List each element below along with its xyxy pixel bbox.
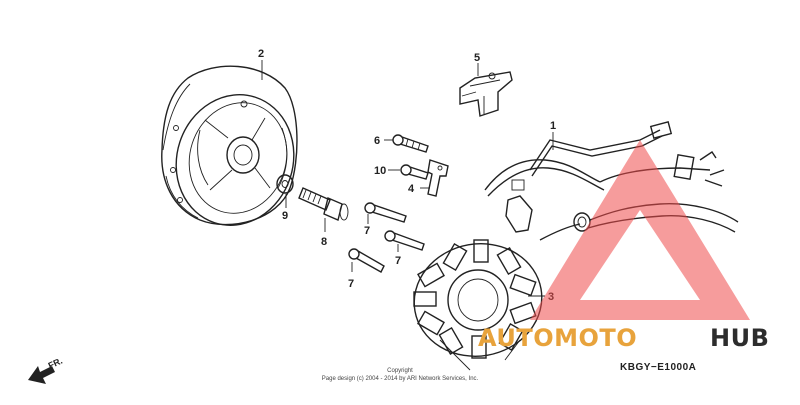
callout-10: 10 [374,165,386,177]
callout-7b: 7 [395,255,401,267]
bolt-7a-part[interactable] [364,202,407,223]
bolt-7c-part[interactable] [348,248,385,273]
clamp-part[interactable] [427,159,449,197]
callout-7c: 7 [348,278,354,290]
flywheel-part[interactable] [159,65,310,241]
watermark-text-auto: AUTOMOTO [478,324,637,352]
bracket-part[interactable] [459,71,513,117]
callout-9: 9 [282,210,288,222]
flange-bolt-part[interactable] [298,187,349,221]
callout-5: 5 [474,52,480,64]
diagram-code: KBGY−E1000A [620,362,696,373]
copyright-text: Page design (c) 2004 - 2014 by ARI Netwo… [322,376,479,382]
bolt-7b-part[interactable] [384,230,425,251]
screw-6-part[interactable] [392,134,429,153]
stator-part[interactable] [405,234,551,371]
washer-part[interactable] [276,174,294,194]
front-marker-label: FR. [47,356,64,371]
callout-8: 8 [321,236,327,248]
callout-4: 4 [408,183,415,195]
callout-7a: 7 [364,225,370,237]
screw-10-part[interactable] [400,164,429,180]
callout-2: 2 [258,48,264,60]
watermark-logo: AUTOMOTO HUB [478,140,769,352]
callout-1: 1 [550,120,556,132]
callout-6: 6 [374,135,380,147]
watermark-text-hub: HUB [710,324,769,352]
front-arrow-icon [28,366,55,384]
copyright-title: Copyright [387,368,413,374]
